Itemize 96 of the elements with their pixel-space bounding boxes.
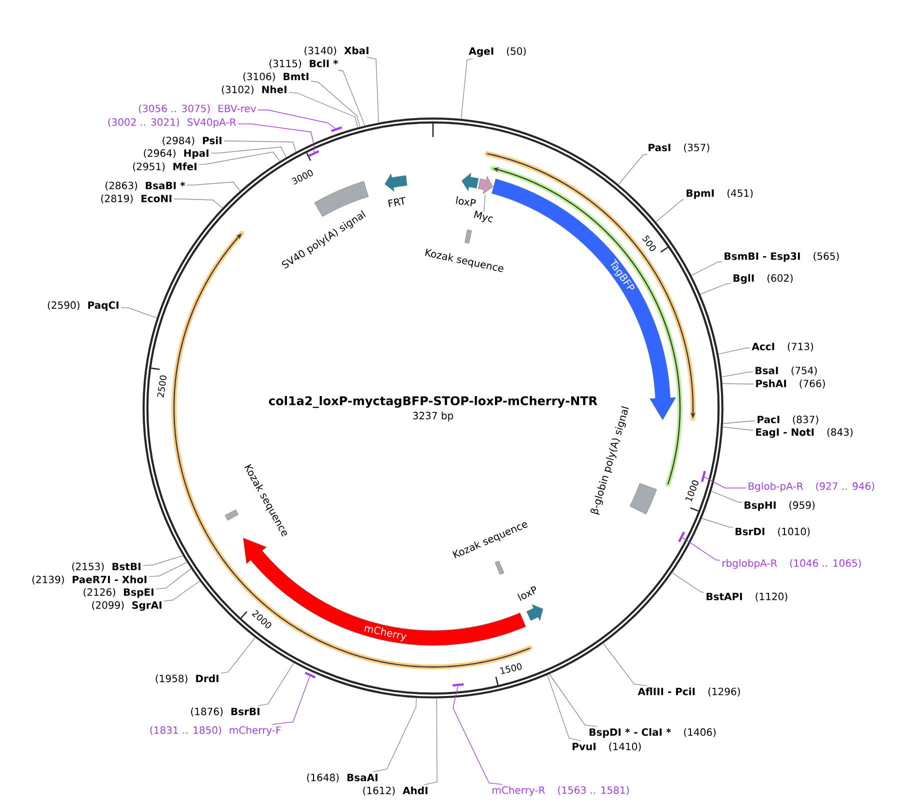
restriction-site-label: PasI (357) [648, 144, 710, 152]
leader-line [258, 662, 294, 706]
leader-line [288, 92, 358, 128]
primer-label: rbglobpA-R (1046 .. 1065) [722, 559, 861, 569]
restriction-site-label: (2964) HpaI [144, 149, 208, 159]
leader-line [691, 261, 722, 276]
primer-mark [304, 672, 316, 678]
restriction-site-label: AgeI (50) [468, 47, 526, 57]
restriction-site-label: (1648) BsaAI [307, 774, 378, 782]
feature-pentagon [478, 176, 494, 194]
leader-line [722, 383, 754, 384]
restriction-site-label: (2126) BspEI [84, 588, 154, 598]
tick-label: 2500 [157, 375, 166, 398]
leader-line [156, 568, 192, 590]
restriction-site-label: BstAPI (1120) [706, 592, 788, 602]
primer-mark [308, 150, 320, 157]
restriction-site-label: BsaI (754) [756, 366, 817, 376]
sequence-length: 3237 bp [413, 412, 454, 422]
primer-label: (3056 .. 3075) EBV-rev [139, 104, 256, 114]
leader-line [710, 490, 742, 503]
leader-line [423, 698, 438, 786]
leader-line [704, 476, 746, 488]
leader-line [656, 199, 684, 222]
leader-line [142, 555, 184, 566]
restriction-site-label: AflIII - PciI (1296) [638, 688, 740, 696]
restriction-site-label: (2819) EcoNI [101, 194, 172, 204]
leader-line [460, 58, 473, 120]
leader-line [238, 123, 314, 152]
feature-label: FRT [388, 197, 406, 208]
restriction-site-label: (1958) DrdI [156, 674, 218, 684]
restriction-site-label: (2590) PaqCI [48, 301, 118, 311]
restriction-site-label: BsmBI - Esp3I (565) [724, 252, 839, 262]
restriction-site-label: BglI (602) [734, 274, 793, 284]
primer-mark [452, 683, 464, 686]
tick-label: 3000 [292, 170, 313, 184]
leader-line [452, 686, 502, 785]
feature-label: loxP [456, 196, 476, 206]
leader-line [718, 348, 750, 354]
leader-line [220, 637, 256, 674]
leader-line [549, 674, 598, 727]
leader-line [148, 562, 188, 577]
restriction-site-label: BspDI * - ClaI * (1406) [590, 728, 716, 738]
primer-mark [701, 470, 706, 482]
leader-line [483, 194, 486, 212]
leader-line [271, 676, 310, 725]
leader-line [547, 674, 582, 742]
restriction-site-label: AccI (713) [752, 342, 814, 352]
leader-line [224, 140, 296, 152]
restriction-site-label: PvuI (1410) [572, 742, 641, 752]
restriction-site-label: BsrDI (1010) [736, 528, 810, 536]
restriction-site-label: (2863) BsaBI * [106, 182, 186, 190]
restriction-site-label: BspHI (959) [744, 501, 815, 511]
restriction-site-label: (1612) AhdI [363, 786, 428, 796]
restriction-site-label: (2951) MfeI [133, 162, 196, 172]
primer-label: (3002 .. 3021) SV40pA-R [108, 118, 236, 128]
tick-label: 1500 [500, 663, 522, 674]
leader-line [722, 426, 754, 431]
leader-line [700, 282, 732, 295]
leader-line [602, 643, 648, 686]
primer-label: Bglob-pA-R (927 .. 946) [748, 482, 874, 492]
primer-label: mCherry-R (1563 .. 1581) [492, 786, 629, 796]
tick-label: 1000 [685, 480, 698, 502]
leader-line [722, 420, 756, 424]
leader-line [198, 152, 280, 165]
leader-line [174, 198, 223, 208]
feature-label: Myc [474, 210, 494, 222]
leader-line [258, 110, 336, 129]
leader-line [372, 698, 417, 772]
leader-line [618, 154, 648, 185]
restriction-site-label: (1876) BsrBI [191, 708, 260, 716]
restriction-site-label: (2099) SgrAI [92, 601, 162, 611]
leader-line [120, 307, 158, 318]
restriction-site-label: PshAI (766) [756, 380, 825, 388]
leader-line [210, 146, 287, 158]
primer-mark [330, 126, 342, 132]
restriction-site-label: BpmI (451) [686, 189, 753, 199]
leader-line [682, 537, 720, 561]
restriction-site-label: (3102) NheI [222, 86, 286, 94]
leader-line [701, 518, 734, 528]
leader-line [310, 80, 360, 128]
primer-mark [678, 531, 686, 542]
leader-line [672, 572, 704, 593]
leader-line [186, 182, 241, 192]
restriction-site-label: PacI (837) [758, 416, 818, 424]
restriction-site-label: (3140) XbaI [304, 46, 368, 56]
restriction-site-label: EagI - NotI (843) [756, 428, 853, 438]
leader-line [338, 70, 366, 126]
restriction-site-label: (2984) PsiI [162, 136, 222, 146]
restriction-site-label: (2153) BstBI [72, 562, 140, 572]
restriction-site-label: (2139) PaeR7I - XhoI [32, 576, 146, 584]
leader-line [721, 372, 754, 378]
restriction-site-label: (3106) BmtI [243, 72, 308, 82]
leader-line [366, 56, 379, 123]
restriction-site-label: (3115) BclI * [270, 60, 338, 68]
primer-label: (1831 .. 1850) mCherry-F [150, 726, 281, 736]
leader-line [164, 580, 200, 602]
